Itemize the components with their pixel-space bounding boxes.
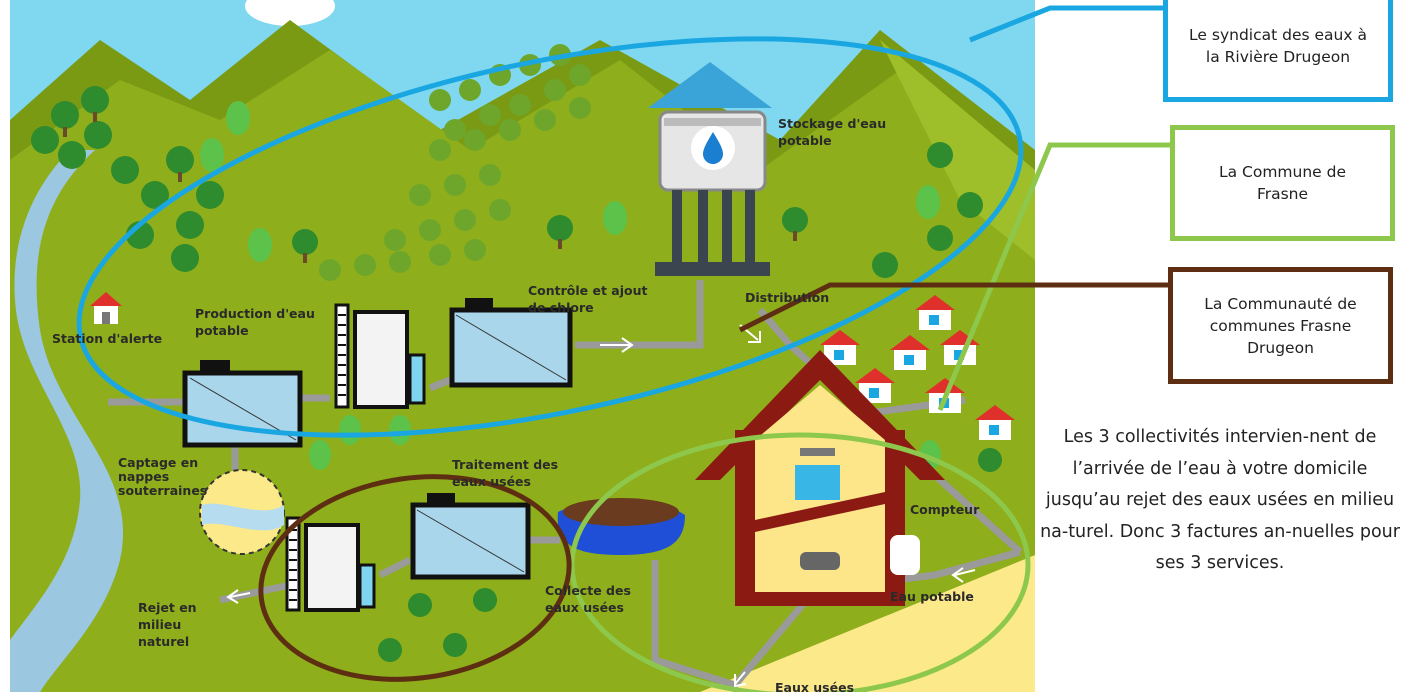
label-collecte-1: Collecte des <box>545 583 631 598</box>
label-stockage-1: Stockage d'eau <box>778 116 886 131</box>
legend-syndicat-text: Le syndicat des eaux à la Rivière Drugeo… <box>1189 26 1367 66</box>
legend-commune: La Commune de Frasne <box>1170 125 1395 241</box>
label-production-2: potable <box>195 323 249 338</box>
label-captage-1: Captage en <box>118 455 198 470</box>
diagram-labels: Stockage d'eau potable Production d'eau … <box>52 116 980 692</box>
label-captage-2: nappes <box>118 469 169 484</box>
label-captage-3: souterraines <box>118 483 207 498</box>
houses <box>820 295 1015 440</box>
label-rejet-1: Rejet en <box>138 600 197 615</box>
label-traitement-1: Traitement des <box>452 457 558 472</box>
label-collecte-2: eaux usées <box>545 600 624 615</box>
label-eau-potable: Eau potable <box>890 589 974 604</box>
label-controle-1: Contrôle et ajout <box>528 283 648 298</box>
legend-commune-text: La Commune de Frasne <box>1218 163 1347 203</box>
tree-trunks <box>63 112 797 263</box>
legend-syndicat: Le syndicat des eaux à la Rivière Drugeo… <box>1163 0 1393 102</box>
label-eaux-usees: Eaux usées <box>775 680 854 692</box>
label-rejet-3: naturel <box>138 634 189 649</box>
legend-connectors <box>738 5 1170 411</box>
label-station-alerte: Station d'alerte <box>52 331 162 346</box>
hill-light <box>880 40 1035 260</box>
label-traitement-2: eaux usées <box>452 474 531 489</box>
syndicat-ellipse <box>76 36 1024 438</box>
sand <box>700 555 1035 692</box>
commune-ellipse <box>569 432 1031 692</box>
bushes <box>200 101 941 470</box>
captage-icon <box>199 469 285 555</box>
label-rejet-2: milieu <box>138 617 181 632</box>
collectivity-rings <box>76 36 1031 692</box>
label-stockage-2: potable <box>778 133 832 148</box>
water-tower <box>648 62 772 276</box>
side-note: Les 3 collectivités intervien-nent de l’… <box>1040 427 1400 573</box>
trees <box>31 86 1002 662</box>
tank-treatment <box>410 493 531 580</box>
alert-station-icon <box>90 292 122 324</box>
silo-treatment <box>285 516 376 612</box>
river <box>10 150 124 692</box>
label-compteur: Compteur <box>910 502 980 517</box>
legend-communaute-text: La Communauté de communes Frasne Drugeon <box>1204 294 1357 357</box>
tank-chlore <box>449 298 573 388</box>
label-distribution: Distribution <box>745 290 829 305</box>
orchard <box>319 44 591 281</box>
silo-production <box>334 303 426 409</box>
legend-communaute: La Communauté de communes Frasne Drugeon <box>1168 267 1393 384</box>
label-controle-2: de chlore <box>528 300 594 315</box>
cloud <box>245 0 335 26</box>
label-production-1: Production d'eau <box>195 306 315 321</box>
communaute-ellipse <box>258 474 572 682</box>
